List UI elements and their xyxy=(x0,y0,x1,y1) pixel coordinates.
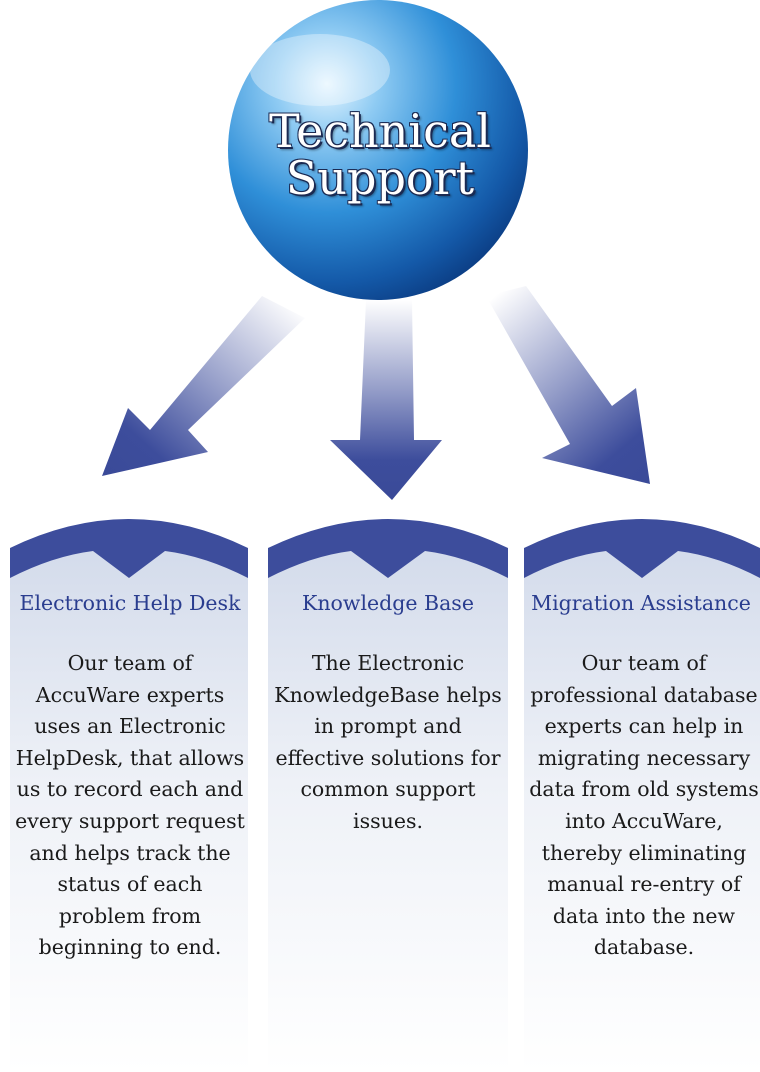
column-body-knowledge-base: The Electronic KnowledgeBase helps in pr… xyxy=(274,651,502,833)
arrow-right xyxy=(486,286,650,484)
hub-title-line1: Technical xyxy=(269,104,491,158)
column-body-migration-assistance: Our team of professional database expert… xyxy=(529,651,759,960)
hub-title: Technical Support xyxy=(230,108,530,202)
arrow-middle xyxy=(330,300,442,500)
column-title-knowledge-base: Knowledge Base xyxy=(302,591,474,615)
column-title-migration-assistance: Migration Assistance xyxy=(531,591,751,615)
card-migration-assistance xyxy=(524,519,760,1072)
hub-title-line2: Support xyxy=(285,151,475,205)
column-title-electronic-help-desk: Electronic Help Desk xyxy=(19,591,241,615)
hub-sphere-highlight xyxy=(250,34,390,106)
card-header-arc xyxy=(524,519,760,578)
card-electronic-help-desk xyxy=(10,519,248,1072)
card-background xyxy=(10,546,248,1072)
column-body-electronic-help-desk: Our team of AccuWare experts uses an Ele… xyxy=(15,651,245,960)
hub-sphere xyxy=(228,0,528,300)
card-knowledge-base xyxy=(268,519,508,1072)
arrow-left xyxy=(102,296,305,476)
card-header-arc xyxy=(268,519,508,578)
card-header-arc xyxy=(10,519,248,578)
card-background xyxy=(524,546,760,1072)
card-background xyxy=(268,546,508,1072)
